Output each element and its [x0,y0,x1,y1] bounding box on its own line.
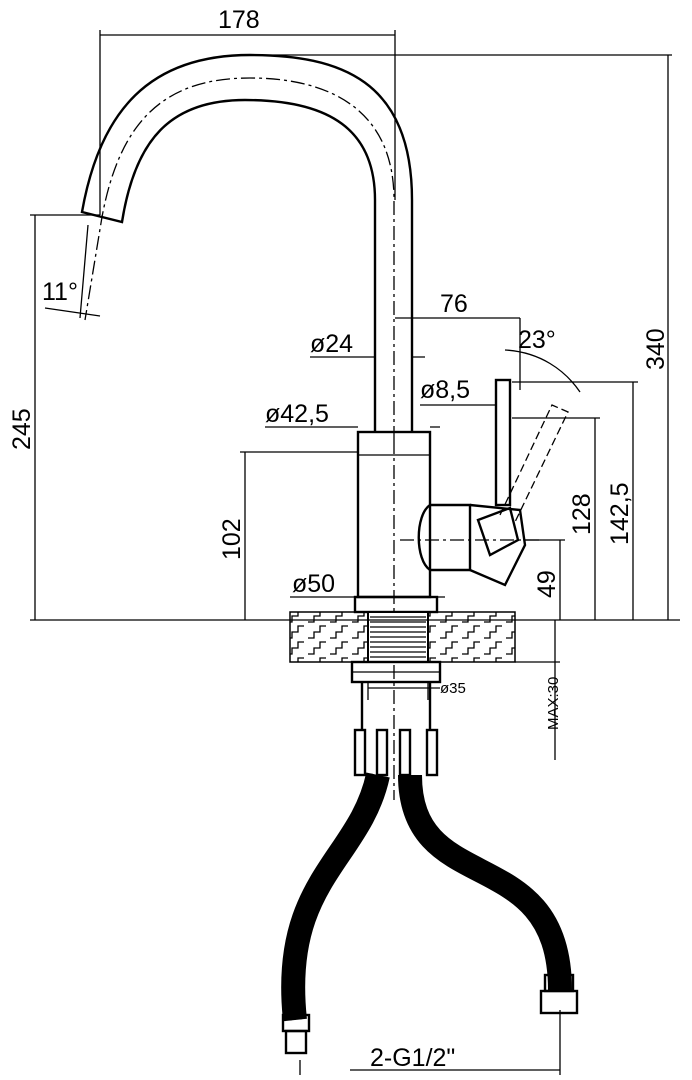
dim-49: 49 [533,570,561,598]
dim-23-deg: 23° [518,326,556,354]
hose-connector [353,728,439,777]
dim-11-deg: 11° [42,278,78,306]
countertop [289,611,516,730]
dim-d50: ø50 [292,570,335,598]
dim-76: 76 [440,290,468,318]
hose-left [281,772,390,1055]
dim-d8-5: ø8,5 [420,376,470,404]
spout [80,53,414,440]
dim-d24: ø24 [310,330,353,358]
dim-d42-5: ø42,5 [265,400,329,428]
dim-102: 102 [218,518,246,560]
thread [370,616,426,658]
dim-245: 245 [8,408,36,450]
dim-178: 178 [218,6,260,34]
dim-hose-connection: 2-G1/2" [370,1044,455,1072]
dim-d35: ø35 [440,680,466,697]
dim-128: 128 [568,493,596,535]
handle [400,378,569,587]
dim-142-5: 142,5 [606,482,634,545]
hose-right [398,774,579,1015]
dim-max-30: MAX:30 [545,677,562,730]
dimension-lines [30,30,680,1075]
dimension-labels: 178 340 245 11° 76 23° ø24 ø8,5 ø42,5 10… [8,6,670,1072]
dim-340: 340 [642,328,670,370]
